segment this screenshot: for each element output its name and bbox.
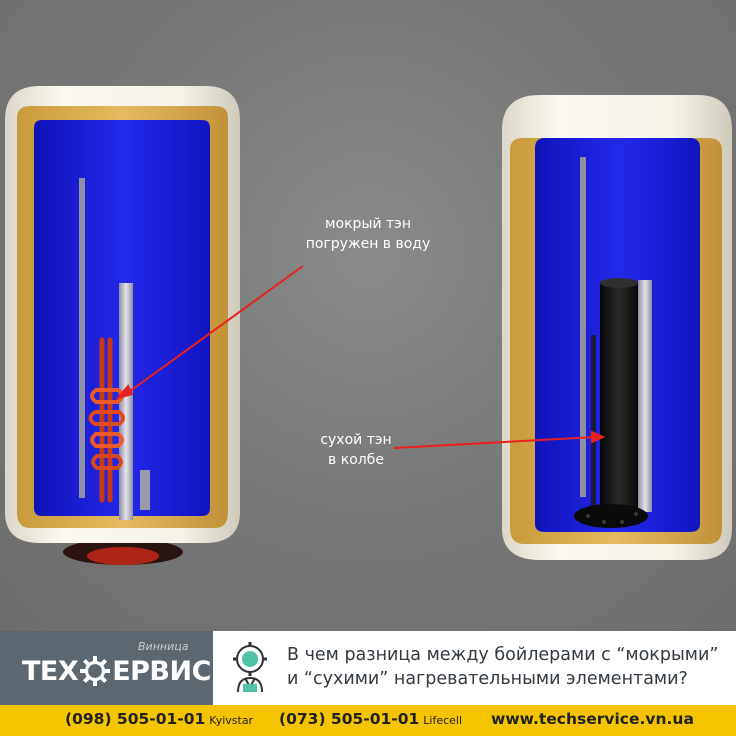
dry-arrow-line xyxy=(393,436,597,449)
wet-callout-line-1: мокрый тэн xyxy=(324,216,412,232)
phone-1-carrier: Kyivstar xyxy=(209,714,254,727)
boilers-diagram xyxy=(5,86,732,565)
dry-heater-flask xyxy=(600,282,638,514)
gear-icon xyxy=(80,656,111,686)
wet-callout-line-2: погружен в воду xyxy=(305,236,431,252)
dry-callout-line-1: сухой тэн xyxy=(320,432,392,448)
logo-brand-right: ЕРВИС xyxy=(112,655,211,687)
website-link[interactable]: www.techservice.vn.ua xyxy=(491,710,694,728)
headline-line-1: В чем разница между бойлерами с “мокрыми… xyxy=(287,645,719,665)
dry-callout-line-2: в колбе xyxy=(328,452,384,468)
boiler-illustration: мокрый тэн погружен в воду сухой тэн в к… xyxy=(0,0,736,631)
flange xyxy=(574,504,648,528)
info-banner: Винница ТЕХ ЕРВИС xyxy=(0,631,736,705)
wet-arrow-head xyxy=(115,384,134,400)
logo-wordmark: ТЕХ ЕРВИС xyxy=(22,653,211,689)
brand-logo[interactable]: Винница ТЕХ ЕРВИС xyxy=(0,631,213,705)
logo-region: Винница xyxy=(138,640,189,653)
headline-line-2: и “сухими” нагревательными элементами? xyxy=(287,669,688,689)
callout-arrows xyxy=(115,265,606,449)
contact-bar: (098) 505-01-01 Kyivstar (073) 505-01-01… xyxy=(0,705,736,736)
phone-2-carrier: Lifecell xyxy=(423,714,463,727)
logo-brand-left: ТЕХ xyxy=(22,655,79,687)
phone-2-number[interactable]: (073) 505-01-01 xyxy=(279,710,420,728)
phone-kyivstar[interactable]: (098) 505-01-01 Kyivstar xyxy=(65,710,253,728)
wet-boiler xyxy=(5,86,240,565)
wet-heating-element xyxy=(88,337,125,503)
phone-1-number[interactable]: (098) 505-01-01 xyxy=(65,710,206,728)
headline: В чем разница между бойлерами с “мокрыми… xyxy=(287,643,732,691)
dry-arrow-head xyxy=(591,430,606,444)
wet-arrow-line xyxy=(125,265,304,395)
anode-rod xyxy=(79,178,85,498)
probe-rod xyxy=(591,335,596,510)
technician-icon xyxy=(233,642,267,693)
phone-lifecell[interactable]: (073) 505-01-01 Lifecell xyxy=(279,710,462,728)
dry-heater-callout: сухой тэн в колбе xyxy=(296,430,416,470)
outlet-pipe xyxy=(140,470,150,510)
dry-boiler xyxy=(502,95,732,560)
anode-rod-right xyxy=(580,157,586,497)
wet-heater-callout: мокрый тэн погружен в воду xyxy=(288,214,448,254)
thermostat-tube-right xyxy=(638,280,652,512)
